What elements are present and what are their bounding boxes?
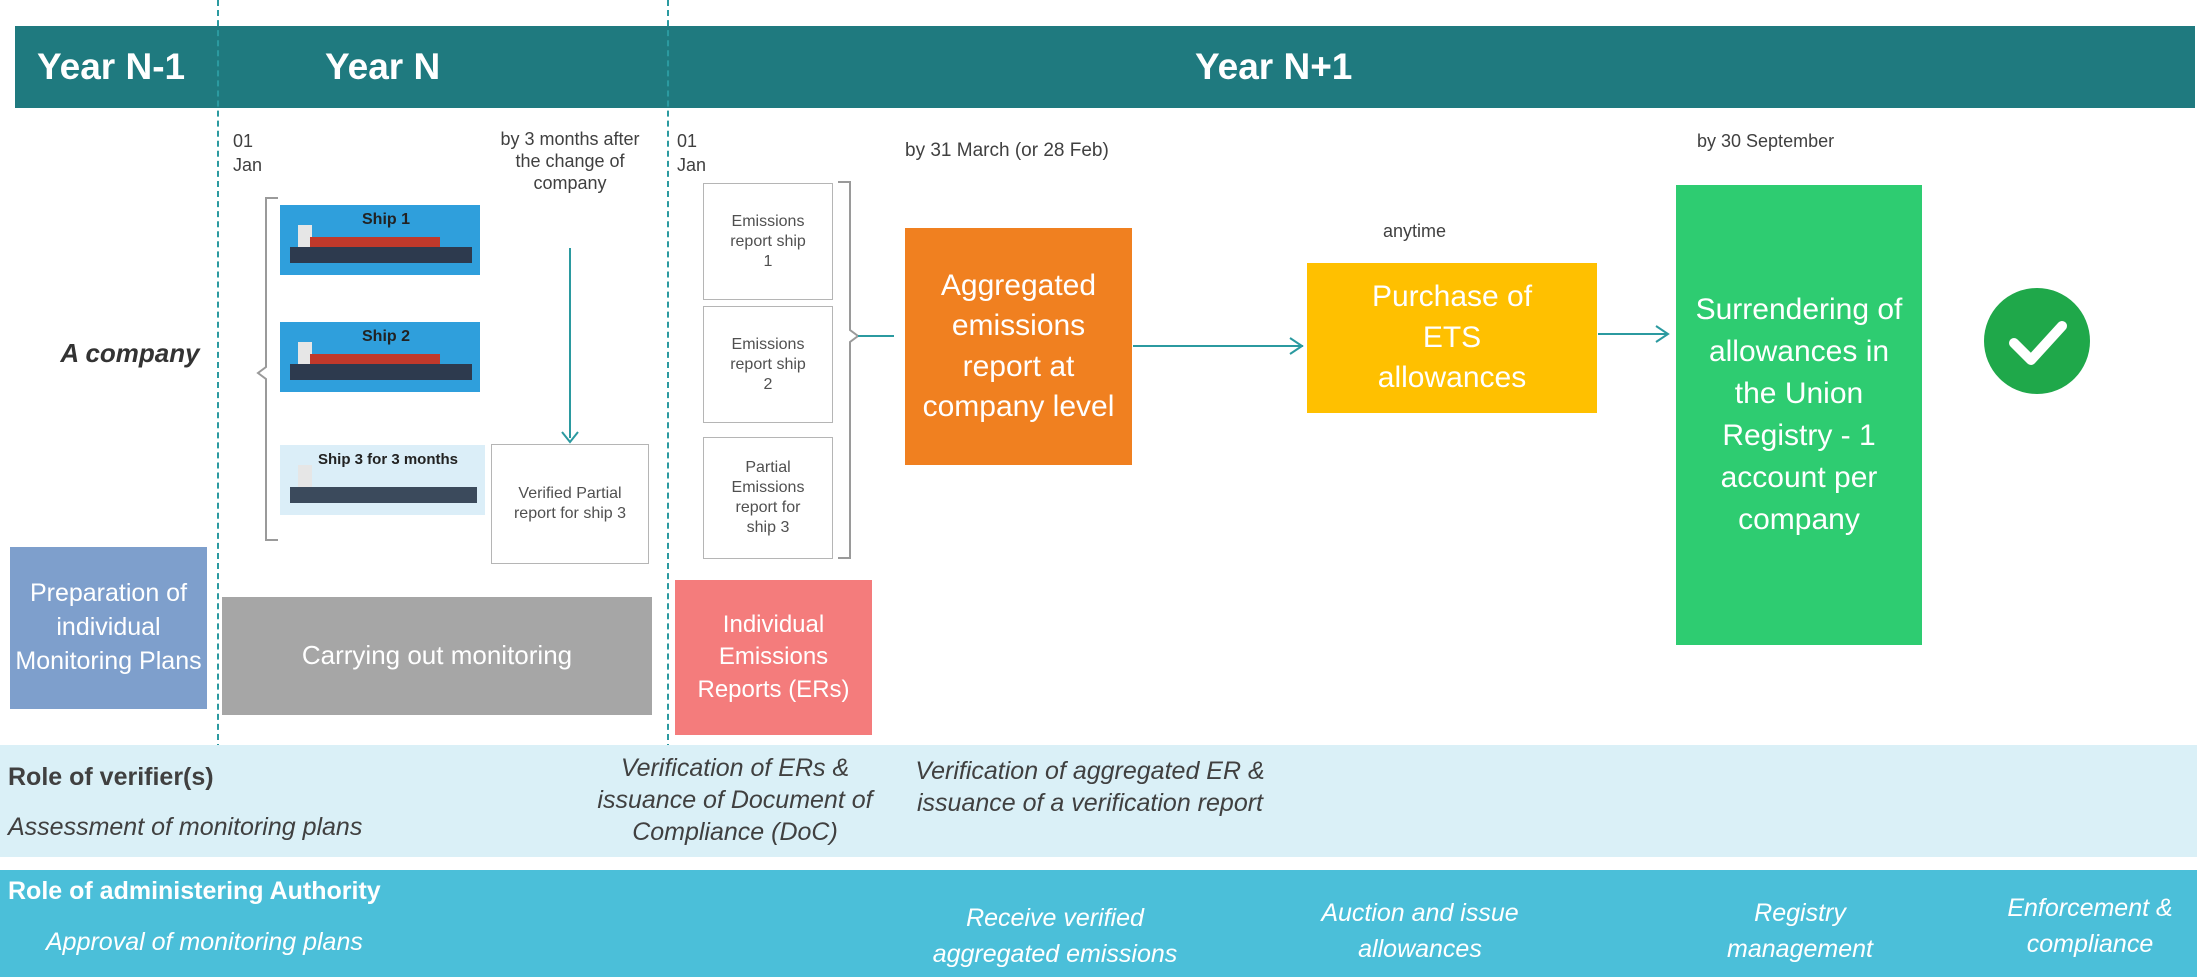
verified-partial-report-box: Verified Partial report for ship 3: [491, 444, 649, 564]
emissions-report-ship-2: Emissions report ship 2: [703, 306, 833, 423]
partial-emissions-report-ship-3: Partial Emissions report for ship 3: [703, 437, 833, 559]
down-arrow-head: [561, 431, 579, 444]
verifier-assessment-text: Assessment of monitoring plans: [8, 813, 363, 841]
authority-enforcement-text: Enforcement & compliance: [2007, 894, 2173, 958]
arrow-head-purchase: [1289, 337, 1304, 355]
check-circle-icon: [1984, 288, 2090, 394]
verified-partial-report-text: Verified Partial report for ship 3: [513, 485, 627, 522]
surrendering-allowances-box: Surrendering of allowances in the Union …: [1676, 185, 1922, 645]
purchase-ets-allowances-text: Purchase of ETS allowances: [1371, 280, 1533, 395]
ship-1-image: Ship 1: [280, 205, 480, 275]
reports-brace: [838, 181, 894, 559]
individual-ers-text: Individual Emissions Reports (ERs): [697, 610, 850, 703]
year-n-label: Year N: [325, 46, 441, 87]
authority-receive-text: Receive verified aggregated emissions: [932, 904, 1178, 968]
ship-2-label: Ship 2: [362, 328, 411, 345]
date-next-month: Jan: [677, 155, 707, 175]
ships-brace: [256, 197, 278, 541]
partial-emissions-report-ship-3-text: Partial Emissions report for ship 3: [731, 459, 805, 536]
verifier-role-band: [0, 745, 2197, 857]
date-n-day: 01: [233, 131, 254, 151]
authority-role-band: [0, 870, 2197, 977]
date-by-september: by 30 September: [1697, 131, 1835, 151]
date-by-march: by 31 March (or 28 Feb): [905, 140, 1109, 161]
checkmark-icon: [2009, 321, 2067, 365]
arrow-head-surrender: [1655, 325, 1670, 343]
emissions-report-ship-2-text: Emissions report ship 2: [730, 335, 806, 393]
emissions-report-ship-1-text: Emissions report ship 1: [730, 212, 806, 270]
arrow-aggregated-to-purchase: [1133, 345, 1303, 347]
ship-3-label: Ship 3 for 3 months: [318, 451, 459, 468]
verifier-verification-ers-text: Verification of ERs & issuance of Docume…: [597, 754, 873, 846]
year-n-plus-1-label: Year N+1: [1195, 46, 1353, 87]
arrow-purchase-to-surrender: [1598, 333, 1668, 335]
verifier-verification-aggregated-text: Verification of aggregated ER & issuance…: [915, 757, 1265, 817]
date-by-3-months: by 3 months after the change of company: [500, 129, 640, 193]
aggregated-emissions-text: Aggregated emissions report at company l…: [922, 268, 1115, 424]
authority-approval-text: Approval of monitoring plans: [46, 928, 363, 956]
year-n-minus-1-label: Year N-1: [37, 46, 186, 87]
aggregated-emissions-box: Aggregated emissions report at company l…: [905, 228, 1132, 465]
date-next-day: 01: [677, 131, 698, 151]
authority-auction-text: Auction and issue allowances: [1321, 899, 1519, 963]
company-label: A company: [60, 338, 200, 368]
ship-2-image: Ship 2: [280, 322, 480, 392]
surrendering-allowances-text: Surrendering of allowances in the Union …: [1695, 293, 1903, 536]
ship-3-image: Ship 3 for 3 months: [280, 445, 485, 515]
emissions-report-ship-1: Emissions report ship 1: [703, 183, 833, 300]
date-n-month: Jan: [233, 155, 263, 175]
carrying-out-monitoring-text: Carrying out monitoring: [301, 640, 573, 671]
preparation-monitoring-plans-box: Preparation of individual Monitoring Pla…: [10, 547, 207, 709]
verifier-role-title: Role of verifier(s): [8, 763, 214, 791]
preparation-monitoring-plans-text: Preparation of individual Monitoring Pla…: [15, 579, 202, 675]
separator-year-n-end: [667, 0, 669, 750]
individual-ers-box: Individual Emissions Reports (ERs): [675, 580, 872, 735]
authority-role-title: Role of administering Authority: [8, 877, 381, 905]
separator-year-n-start: [217, 0, 219, 750]
purchase-ets-allowances-box: Purchase of ETS allowances: [1307, 263, 1597, 413]
authority-registry-text: Registry management: [1727, 899, 1873, 963]
carrying-out-monitoring-box: Carrying out monitoring: [222, 597, 652, 715]
date-anytime: anytime: [1383, 221, 1447, 241]
ship-1-label: Ship 1: [362, 211, 411, 228]
year-header-bar: Year N-1 Year N Year N+1: [15, 26, 2195, 108]
down-arrow-line: [569, 248, 571, 438]
